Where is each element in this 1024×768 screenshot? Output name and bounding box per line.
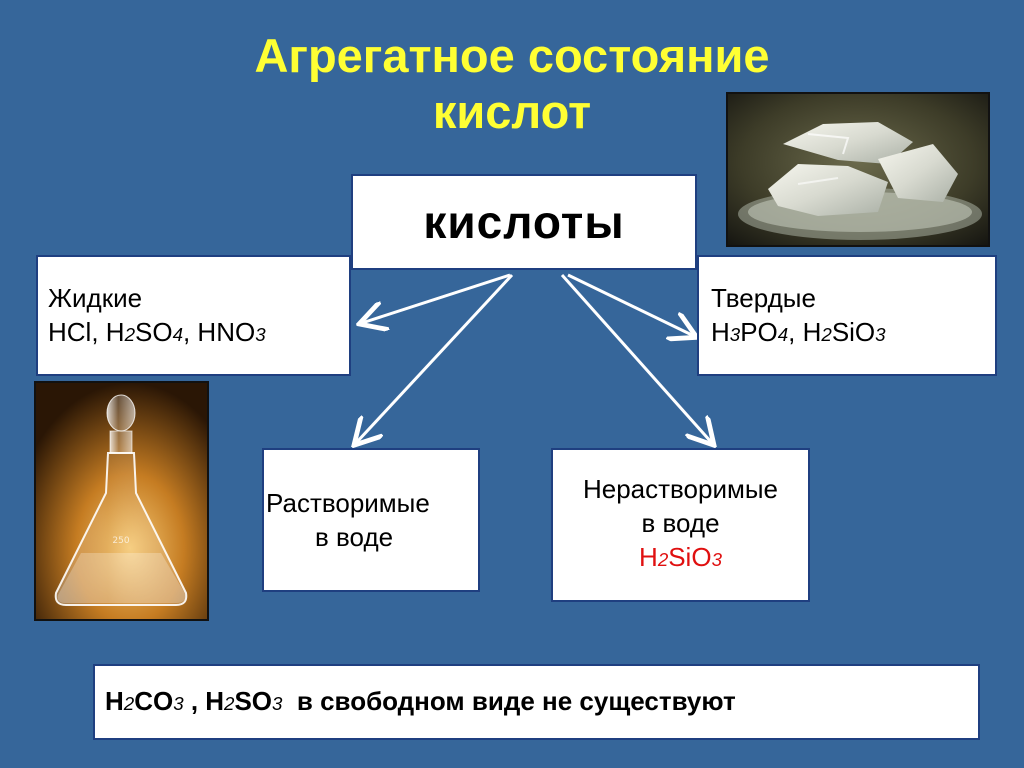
note-separator: , [183, 686, 206, 716]
insoluble-box: Нерастворимые в воде H2SiO3 [551, 448, 810, 602]
formula: H2SO4 [106, 317, 183, 347]
solid-acids-box: Твердые H3PO4, H2SiO3 [697, 255, 997, 376]
svg-text:250: 250 [112, 536, 129, 546]
formula-symbol: HNO [197, 317, 256, 347]
insoluble-formula: H2SiO3 [553, 540, 808, 577]
formula-index: 3 [173, 693, 184, 714]
formula-symbol: H [105, 317, 125, 347]
note-box: H2CO3 , H2SO3 в свободном виде не сущест… [93, 664, 980, 740]
arrow-to-solid [567, 273, 694, 336]
note-text: в свободном виде не существуют [296, 686, 736, 716]
formula-index: 2 [657, 549, 669, 570]
formula-index: 2 [224, 693, 235, 714]
formula-symbol: H [205, 686, 225, 716]
formula-index: 3 [711, 549, 722, 570]
formula-symbol: CO [134, 686, 174, 716]
title-line-1: Агрегатное состояние [254, 29, 770, 82]
title-line-2: кислот [432, 85, 592, 138]
formula: H3PO4 [711, 317, 788, 347]
acids-node: кислоты [351, 174, 697, 270]
formula-index: 3 [272, 693, 283, 714]
formula-index: 2 [124, 324, 135, 345]
formula-separator: , [182, 317, 198, 347]
formula-symbol: HCl [48, 317, 92, 347]
formula-index: 3 [729, 324, 741, 345]
formula-symbol: SiO [668, 542, 712, 572]
crystals-photo [726, 92, 990, 247]
formula-symbol: H [802, 317, 822, 347]
acids-label: кислоты [423, 196, 625, 248]
arrow-to-insoluble [560, 274, 712, 443]
formula-symbol: H [639, 542, 658, 572]
liquid-acids-box: Жидкие HCl, H2SO4, HNO3 [36, 255, 351, 376]
soluble-line-2: в воде [315, 522, 394, 552]
liquid-formulas: HCl, H2SO4, HNO3 [48, 315, 349, 352]
formula-separator: , [91, 317, 106, 347]
note-formula-1: H2CO3 [105, 686, 184, 716]
formula-symbol: H [105, 686, 124, 716]
formula-symbol: PO [740, 317, 778, 347]
soluble-line-1: Растворимые [266, 488, 430, 518]
page-title: Агрегатное состояние кислот [0, 28, 1024, 140]
formula: HCl [48, 317, 91, 347]
soluble-box: Растворимые в воде [262, 448, 480, 592]
insoluble-line-2: в воде [641, 508, 720, 538]
formula: HNO3 [197, 317, 265, 347]
solid-heading: Твердые [711, 283, 816, 313]
arrow-to-liquid [362, 273, 511, 323]
formula-index: 3 [875, 324, 886, 345]
formula-index: 2 [821, 324, 832, 345]
formula-symbol: SO [234, 686, 273, 716]
note-formula-2: H2SO3 [205, 686, 282, 716]
insoluble-line-1: Нерастворимые [582, 474, 779, 504]
formula-separator: , [788, 317, 803, 347]
liquid-heading: Жидкие [48, 283, 143, 313]
formula-symbol: SO [134, 317, 173, 347]
formula-index: 2 [123, 693, 135, 714]
arrow-to-soluble [356, 273, 514, 443]
formula: H2SiO3 [803, 317, 886, 347]
formula-symbol: SiO [831, 317, 876, 347]
flask-photo: 250 [34, 381, 209, 621]
formula-index: 4 [777, 324, 789, 345]
formula-index: 3 [255, 324, 266, 345]
formula-index: 4 [172, 324, 183, 345]
solid-formulas: H3PO4, H2SiO3 [711, 315, 995, 352]
formula-symbol: H [711, 317, 730, 347]
